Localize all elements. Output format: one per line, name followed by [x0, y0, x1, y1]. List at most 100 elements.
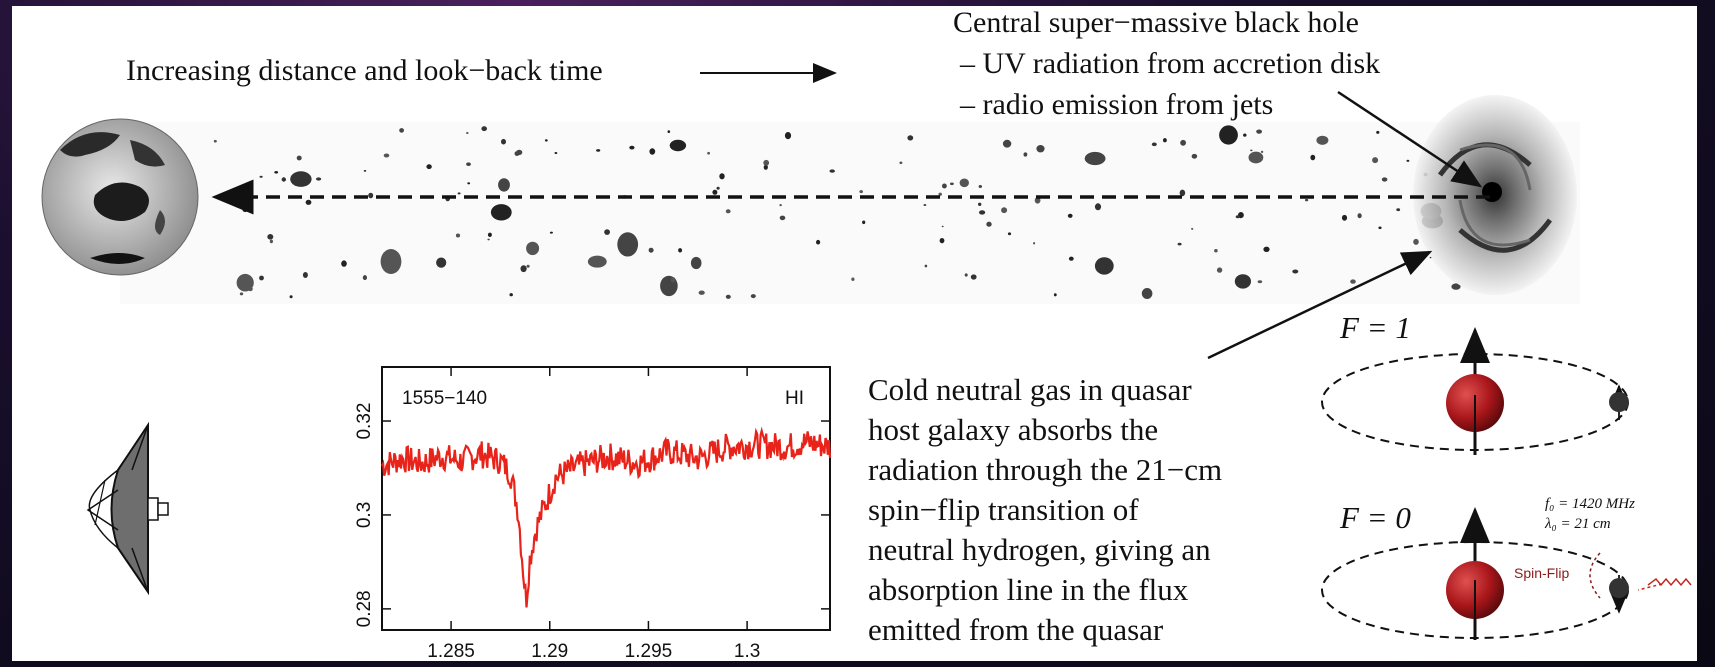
field-galaxy	[501, 138, 506, 145]
plot-frame	[381, 366, 831, 631]
field-galaxy	[1243, 133, 1247, 137]
field-galaxy	[648, 247, 654, 253]
field-galaxy	[986, 221, 992, 227]
field-galaxy	[942, 183, 947, 189]
field-galaxy	[466, 132, 469, 134]
field-galaxy	[1451, 283, 1461, 290]
field-galaxy	[978, 202, 982, 206]
field-galaxy	[239, 292, 244, 296]
field-galaxy	[941, 225, 944, 228]
field-galaxy	[1068, 256, 1074, 261]
field-galaxy	[368, 192, 374, 199]
field-galaxy	[1084, 151, 1106, 166]
field-galaxy	[481, 126, 488, 132]
field-galaxy	[1007, 232, 1012, 236]
frequency-label: f₀ = 1420 MHz	[1545, 496, 1635, 512]
field-galaxy	[669, 139, 687, 152]
field-galaxy	[604, 229, 610, 235]
field-galaxy	[829, 169, 835, 173]
field-galaxy	[383, 153, 390, 158]
field-galaxy	[1163, 138, 1167, 143]
field-galaxy	[1001, 207, 1008, 214]
field-galaxy	[436, 257, 447, 268]
field-galaxy	[939, 238, 945, 244]
distance-label: Increasing distance and look−back time	[126, 54, 603, 87]
caption-line: spin−flip transition of	[868, 492, 1139, 527]
field-galaxy	[1034, 197, 1041, 204]
field-galaxy	[725, 209, 731, 214]
field-galaxy	[316, 177, 322, 181]
field-galaxy	[1396, 208, 1401, 212]
field-galaxy	[719, 173, 725, 180]
spin-diagram-f1	[1321, 327, 1629, 455]
field-galaxy	[1263, 246, 1270, 252]
field-galaxy	[1310, 154, 1316, 161]
field-galaxy	[1219, 125, 1238, 145]
spectrum-series-line	[381, 426, 832, 608]
field-galaxy	[290, 171, 312, 187]
electron-f1	[1609, 392, 1629, 412]
field-galaxy	[487, 238, 490, 241]
field-galaxy	[1094, 257, 1114, 275]
field-galaxy	[763, 159, 770, 166]
field-galaxy	[1378, 226, 1382, 230]
field-galaxy	[938, 192, 942, 196]
field-galaxy	[1357, 213, 1362, 219]
field-galaxy	[750, 294, 756, 299]
black-hole-title: Central super−massive black hole	[953, 6, 1359, 39]
field-galaxy	[1023, 152, 1028, 157]
caption-line: Cold neutral gas in quasar	[868, 372, 1192, 407]
field-galaxy	[1234, 274, 1251, 289]
photon-wave-icon	[1647, 577, 1692, 587]
field-galaxy	[269, 239, 273, 244]
field-galaxy	[1216, 267, 1223, 273]
field-galaxy	[923, 204, 927, 206]
field-galaxy	[305, 199, 312, 205]
field-galaxy	[399, 128, 404, 133]
earth-image	[41, 118, 199, 276]
field-galaxy	[1413, 238, 1419, 245]
x-tick-label: 1.285	[427, 641, 475, 662]
field-galaxy	[1179, 189, 1186, 197]
electron-f0	[1609, 578, 1629, 598]
field-galaxy	[1405, 253, 1412, 259]
field-galaxy	[1067, 213, 1073, 218]
field-galaxy	[698, 290, 705, 295]
field-galaxy	[281, 177, 286, 182]
field-galaxy	[1033, 242, 1036, 245]
y-tick-label: 0.32	[354, 403, 375, 440]
chart-annotation-source: 1555−140	[402, 388, 488, 409]
spin-label-f1: F = 1	[1340, 310, 1411, 345]
field-galaxy	[213, 139, 217, 143]
field-galaxy	[596, 149, 601, 152]
field-galaxy	[667, 130, 671, 134]
field-galaxy	[1248, 151, 1264, 164]
absorption-caption: Cold neutral gas in quasar host galaxy a…	[868, 370, 1222, 650]
diagram-panel	[12, 6, 1697, 661]
field-galaxy	[629, 145, 635, 150]
field-galaxy	[296, 155, 302, 161]
field-galaxy	[554, 152, 558, 154]
field-galaxy	[1350, 279, 1356, 284]
field-galaxy	[455, 233, 461, 238]
field-galaxy	[978, 185, 982, 188]
spin-diagram-f0	[1321, 507, 1692, 640]
field-galaxy	[362, 275, 367, 281]
field-galaxy	[1214, 249, 1218, 253]
caption-line: absorption line in the flux	[868, 572, 1189, 607]
black-hole-item-radio: – radio emission from jets	[960, 88, 1274, 121]
field-galaxy	[1141, 288, 1153, 299]
field-galaxy	[1151, 142, 1157, 147]
field-galaxy	[1292, 269, 1299, 274]
deep-field-image	[120, 122, 1580, 304]
x-tick-label: 1.3	[734, 641, 760, 662]
field-galaxy	[678, 248, 683, 253]
field-galaxy	[487, 232, 492, 237]
field-galaxy	[851, 277, 855, 281]
field-galaxy	[970, 274, 977, 280]
field-galaxy	[490, 204, 512, 221]
field-galaxy	[784, 132, 792, 140]
field-galaxy	[467, 182, 471, 185]
field-galaxy	[899, 161, 903, 165]
